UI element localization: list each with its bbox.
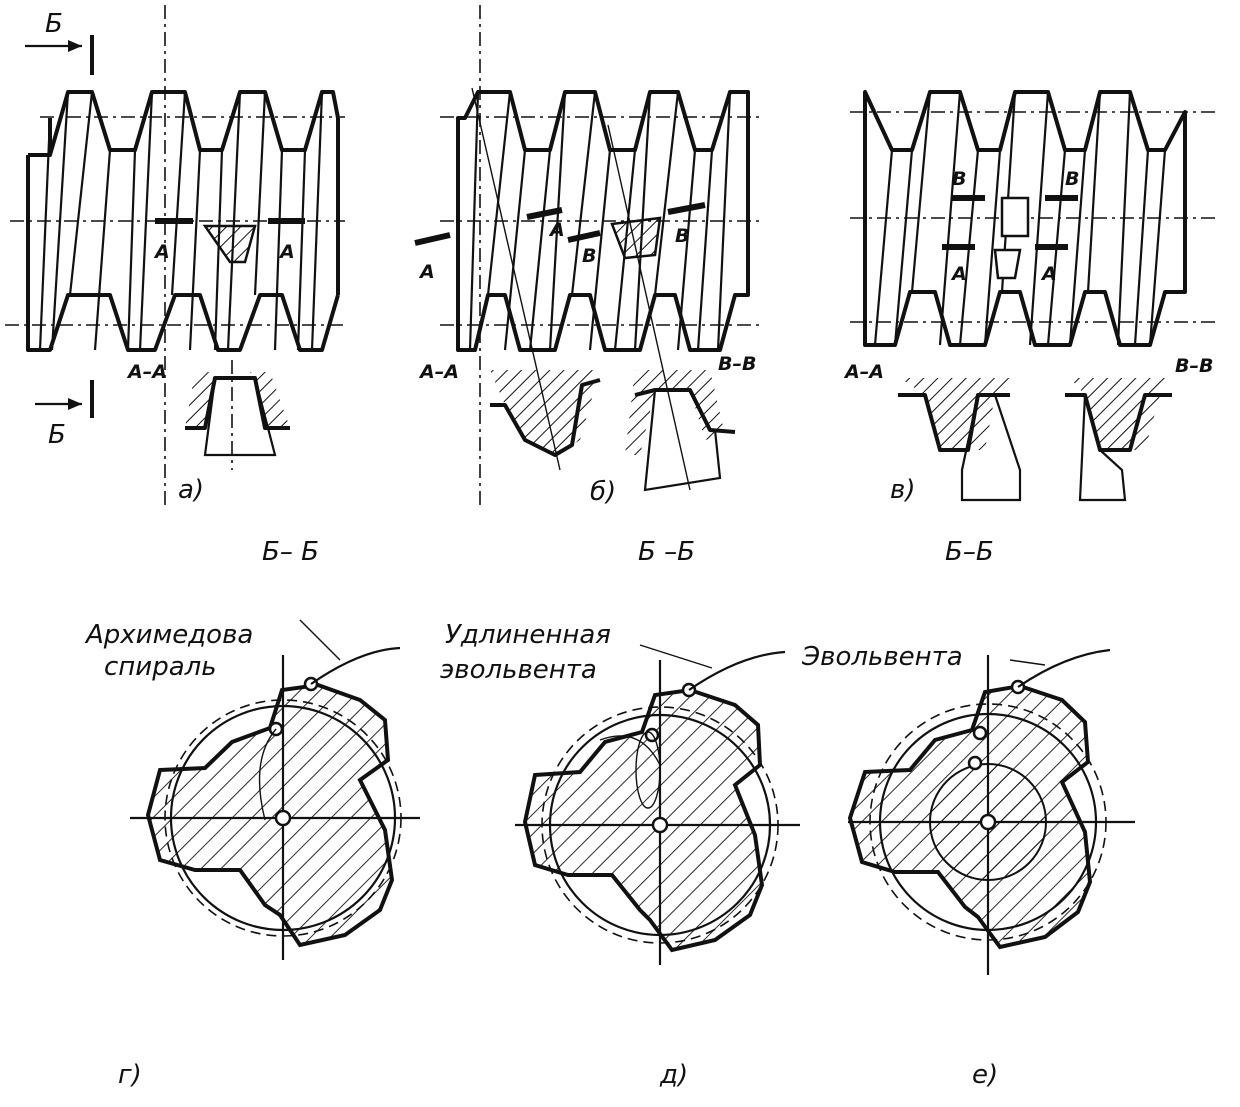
section-arrow-top-head [68,40,82,52]
vv-hatch-v [1070,378,1175,450]
point-e-2 [972,725,988,741]
leader-curve-g [310,646,401,685]
section-label-aa-a: А–А [126,361,167,383]
worm-view-a: А А Б Б А–А а) Б– Б [5,5,345,567]
leader-line-e [1009,659,1046,666]
leader-line-d [639,644,713,669]
center-mark-d [651,816,669,834]
center-mark-g [274,809,292,827]
figure-label-v: в) [890,475,915,505]
worm-view-b: А А В В А–А В–В б) Б –Б [414,5,760,567]
cut-label-v-b-right: В [1065,168,1079,190]
leader-curve-e [1017,648,1111,688]
figure-label-e: е) [972,1060,998,1090]
cut-label-b-mid-a: А [548,219,565,241]
aa-hatch-v [900,378,1010,450]
vv-profile-v [1065,393,1172,452]
helix-lines-a [38,91,324,351]
cut-mark-b-right [667,202,706,215]
center-mark-e [979,813,997,831]
worm-side-a [28,118,340,295]
involute-loop-d [635,731,661,809]
vv-tool-b [643,389,722,492]
section-label-aa-v: А–А [843,361,884,383]
worm-outline-bottom-a [26,155,340,352]
aa-hatch-right-a [250,372,290,428]
tooth-section-v-top [1000,196,1030,238]
section-title-bb-v: Б–Б [945,537,994,567]
figure-label-d: д) [659,1060,688,1090]
cut-mark-b-mid-b [567,230,601,243]
aa-tool-v [960,394,1022,502]
figure-label-b: б) [590,477,616,507]
cut-label-b-mid-b: В [582,245,596,267]
cut-label-v-a-left: А [950,263,967,285]
cross-section-d: Удлиненная эвольвента д) [440,620,800,1090]
cut-label-a-right: А [278,241,295,263]
cut-label-v-b-left: В [952,168,966,190]
section-title-bb-a: Б– Б [262,537,319,567]
section-letter-bottom: Б [48,420,66,450]
tooth-section-a [202,224,257,264]
involute-curve-d [599,735,661,766]
cut-label-b-right: В [675,225,689,247]
cut-mark-b-mid-a [526,207,563,220]
cut-mark-b-left [414,232,451,246]
aa-tool-a [203,377,277,457]
worm-profile-g [145,682,395,948]
section-label-vv-v: В–В [1175,355,1213,377]
cut-label-b-left: А [418,261,435,283]
curve-name-g-2: спираль [104,652,217,682]
section-title-bb-b: Б –Б [638,537,695,567]
spiral-curve-g [258,728,277,821]
helix-lines-b [468,91,732,351]
cut-line-vv-b [607,124,691,491]
worm-view-v: В В А А А–А В–В в) Б–Б [843,90,1215,567]
point-e-3 [967,755,983,771]
worm-outline-v [863,90,1187,347]
curve-name-e-1: Эвольвента [801,642,963,672]
cross-section-e: Эвольвента е) [801,642,1135,1090]
figure-label-a: а) [178,475,204,505]
section-arrow-bottom-head [68,398,82,410]
curve-name-d-2: эвольвента [440,655,597,685]
vv-profile-b [634,388,736,434]
aa-profile-v [898,393,1010,452]
aa-profile-b [490,378,601,457]
cut-label-v-a-right: А [1040,263,1057,285]
tooth-section-b [610,216,662,260]
section-label-vv-b: В–В [718,353,756,375]
curve-name-g-1: Архимедова [84,620,253,650]
aa-profile-a [185,376,290,430]
vv-tool-v [1078,394,1127,502]
cross-section-g: Архимедова спираль г) [84,619,420,1090]
cut-label-a-left: А [153,241,170,263]
section-letter-top: Б [45,9,63,39]
section-label-aa-b: А–А [418,361,459,383]
tooth-section-v-bottom [993,248,1022,280]
vv-hatch-b [625,370,725,455]
leader-curve-d [688,650,786,691]
leader-line-g [299,619,341,661]
figure-label-g: г) [118,1060,142,1090]
worm-profile-d [522,687,765,953]
curve-name-d-1: Удлиненная [445,620,611,650]
